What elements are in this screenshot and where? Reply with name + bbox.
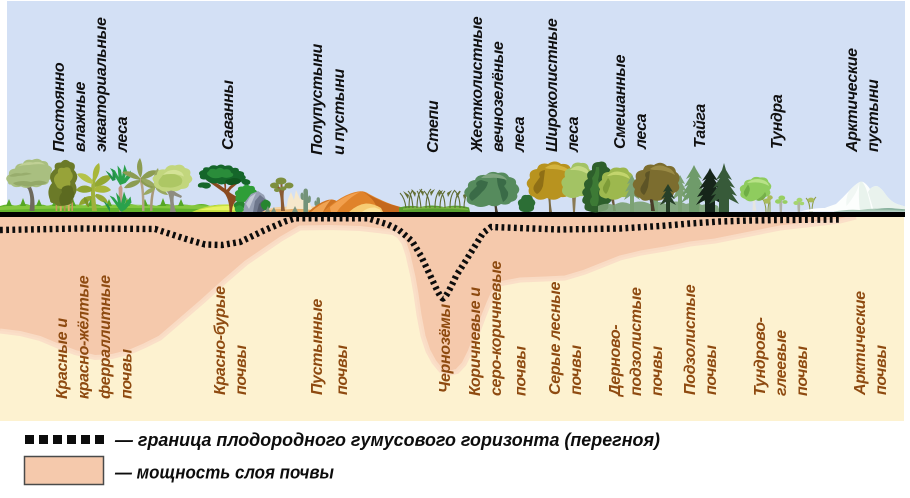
svg-text:и пустыни: и пустыни — [331, 68, 348, 155]
svg-text:ферраллитные: ферраллитные — [97, 275, 114, 399]
svg-text:Пустынные: Пустынные — [309, 299, 326, 395]
svg-text:почвы: почвы — [649, 346, 666, 396]
svg-text:Тундра: Тундра — [769, 94, 786, 149]
svg-text:леса: леса — [114, 116, 131, 153]
svg-text:экваториальные: экваториальные — [93, 17, 110, 152]
svg-text:почвы: почвы — [119, 349, 136, 399]
svg-text:Дерново-: Дерново- — [607, 325, 624, 398]
svg-text:Тайга: Тайга — [692, 104, 709, 148]
svg-text:почвы: почвы — [334, 345, 351, 395]
svg-text:леса: леса — [511, 116, 528, 153]
svg-text:почвы: почвы — [233, 345, 250, 395]
svg-text:Подзолистые: Подзолистые — [682, 284, 699, 395]
svg-text:влажные: влажные — [72, 81, 89, 152]
svg-text:Полупустыни: Полупустыни — [309, 43, 326, 155]
svg-text:Арктические: Арктические — [844, 48, 861, 153]
svg-text:почвы: почвы — [513, 346, 530, 396]
svg-text:Чернозёмы: Чернозёмы — [437, 303, 454, 393]
svg-text:вечнозелёные: вечнозелёные — [490, 41, 507, 152]
svg-text:Жестколистные: Жестколистные — [469, 16, 486, 153]
svg-text:почвы: почвы — [873, 345, 890, 395]
svg-text:красно-жёлтые: красно-жёлтые — [76, 275, 93, 399]
svg-text:Арктические: Арктические — [852, 291, 869, 396]
svg-text:— мощность слоя почвы: — мощность слоя почвы — [114, 463, 335, 483]
svg-text:Саванны: Саванны — [220, 80, 237, 150]
svg-text:Широколистные: Широколистные — [544, 18, 561, 152]
svg-text:Тундрово-: Тундрово- — [752, 317, 769, 396]
svg-text:глеевые: глеевые — [773, 330, 790, 396]
svg-text:серо-коричневые: серо-коричневые — [488, 261, 505, 396]
svg-text:Постоянно: Постоянно — [51, 62, 68, 152]
svg-text:леса: леса — [565, 116, 582, 153]
svg-text:пустыни: пустыни — [865, 79, 882, 152]
svg-text:Степи: Степи — [425, 100, 442, 153]
svg-text:Смешанные: Смешанные — [612, 54, 629, 149]
svg-text:Коричневые и: Коричневые и — [467, 287, 484, 396]
svg-text:почвы: почвы — [703, 345, 720, 395]
svg-text:почвы: почвы — [568, 345, 585, 395]
svg-text:леса: леса — [633, 113, 650, 150]
svg-text:подзолистые: подзолистые — [628, 287, 645, 396]
svg-text:Красно-бурые: Красно-бурые — [212, 286, 229, 395]
svg-text:Красные и: Красные и — [54, 318, 71, 399]
svg-text:Серые лесные: Серые лесные — [547, 282, 564, 395]
svg-text:— граница плодородного гумусов: — граница плодородного гумусового горизо… — [114, 430, 660, 450]
svg-text:почвы: почвы — [794, 346, 811, 396]
